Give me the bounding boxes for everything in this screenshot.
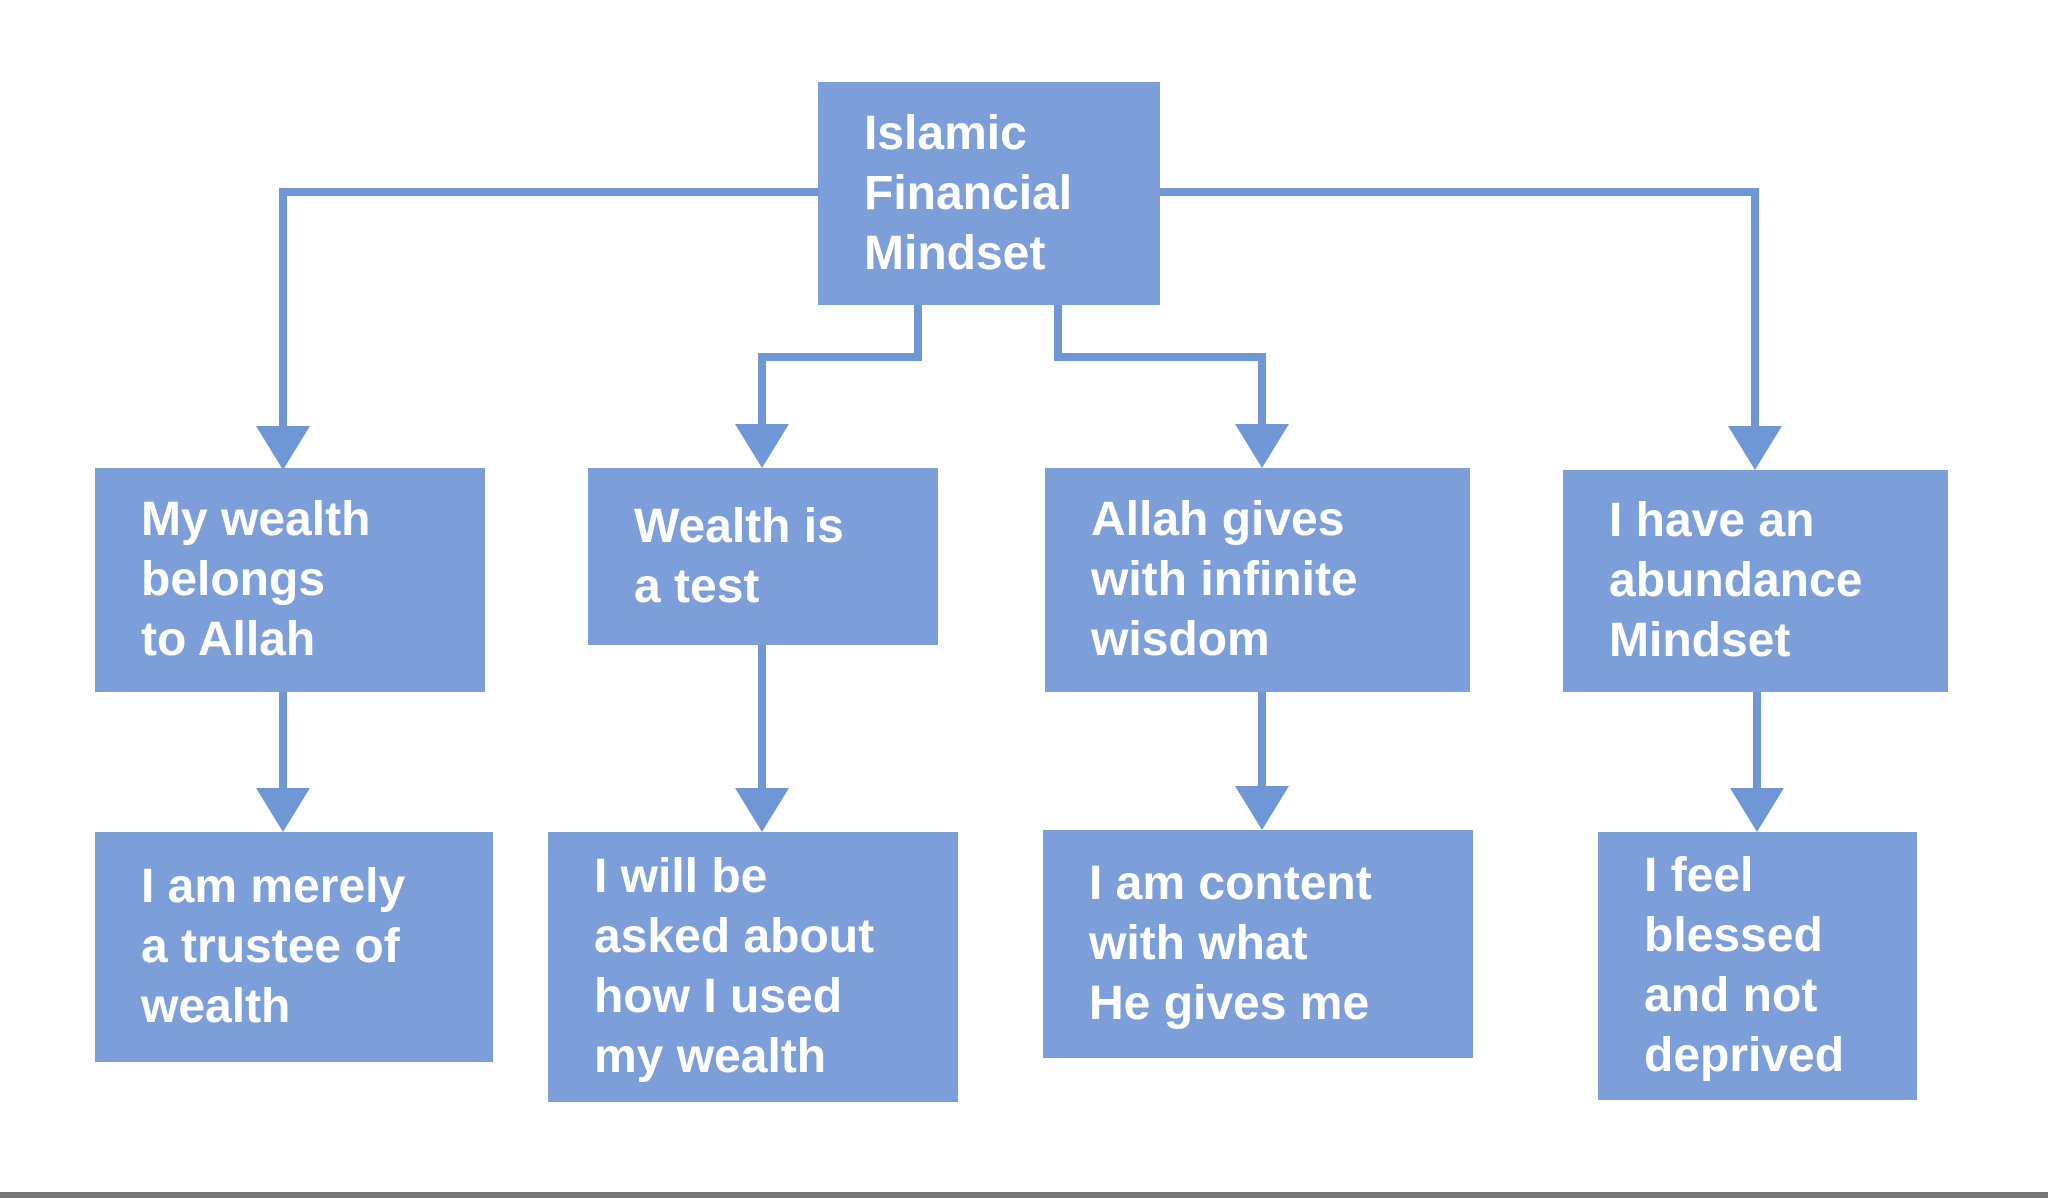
arrowhead-outcome-0 (256, 788, 310, 832)
node-i-will-be-asked-about-how-i-used-my-wealth: I will be asked about how I used my weal… (548, 832, 958, 1102)
node-label: I feel blessed and not deprived (1644, 849, 1845, 1082)
connector-root-to-belief-1 (758, 305, 922, 424)
node-i-am-merely-a-trustee-of-wealth: I am merely a trustee of wealth (95, 832, 493, 1062)
node-allah-gives-with-infinite-wisdom: Allah gives with infinite wisdom (1045, 468, 1470, 692)
arrowhead-belief-3 (1728, 426, 1782, 470)
arrowhead-belief-2 (1235, 424, 1289, 468)
bottom-rule (0, 1192, 2048, 1198)
arrowhead-outcome-1 (735, 788, 789, 832)
arrowhead-belief-0 (256, 426, 310, 470)
node-label: Islamic Financial Mindset (864, 106, 1073, 280)
arrowhead-outcome-3 (1730, 788, 1784, 832)
node-i-have-an-abundance-mindset: I have an abundance Mindset (1563, 470, 1948, 692)
connector-root-to-belief-3 (1160, 188, 1759, 426)
node-label: I am content with what He gives me (1089, 857, 1372, 1030)
node-label: I will be asked about how I used my weal… (594, 850, 875, 1083)
node-label: Allah gives with infinite wisdom (1091, 493, 1358, 666)
node-label: I am merely a trustee of wealth (141, 860, 406, 1033)
node-wealth-is-a-test: Wealth is a test (588, 468, 938, 645)
node-i-feel-blessed-and-not-deprived: I feel blessed and not deprived (1598, 832, 1917, 1100)
arrowhead-belief-1 (735, 424, 789, 468)
node-label: My wealth belongs to Allah (141, 493, 371, 666)
connector-root-to-belief-2 (1054, 305, 1266, 424)
connector-root-to-belief-0 (279, 188, 818, 426)
node-label: I have an abundance Mindset (1609, 494, 1863, 667)
node-label: Wealth is a test (634, 499, 844, 613)
arrowhead-outcome-2 (1235, 786, 1289, 830)
node-islamic-financial-mindset: Islamic Financial Mindset (818, 82, 1160, 305)
node-i-am-content-with-what-he-gives-me: I am content with what He gives me (1043, 830, 1473, 1058)
node-my-wealth-belongs-to-allah: My wealth belongs to Allah (95, 468, 485, 692)
